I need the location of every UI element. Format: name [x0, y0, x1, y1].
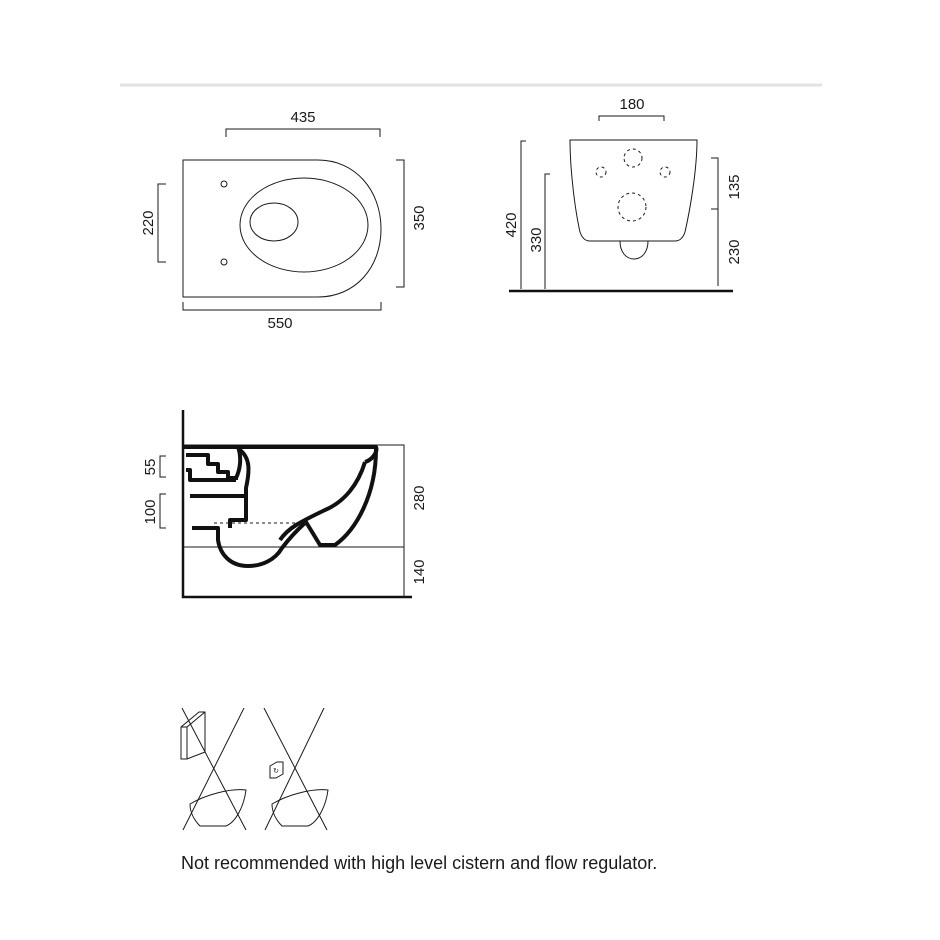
- front-view-body: [569, 139, 698, 242]
- dim-label-135: 135: [726, 174, 743, 199]
- dim-label-280: 280: [411, 485, 428, 510]
- front-view-outlet: [619, 240, 649, 260]
- dim-bracket-330: [544, 173, 550, 289]
- dim-label-180: 180: [619, 96, 644, 113]
- dim-bracket-220: [157, 183, 166, 263]
- dim-bracket-135: [711, 157, 719, 210]
- dim-label-100: 100: [142, 499, 159, 524]
- fixing-hole-icon: [623, 148, 643, 168]
- recommendation-note: Not recommended with high level cistern …: [181, 853, 658, 873]
- dim-label-350: 350: [411, 205, 428, 230]
- dim-bracket-180: [598, 115, 665, 121]
- seat-hole-icon: [220, 180, 228, 188]
- dim-bracket-435: [225, 128, 381, 137]
- side-view: 55 100 280 140: [142, 410, 428, 599]
- dim-bracket-100: [159, 493, 166, 529]
- dim-label-230: 230: [726, 239, 743, 264]
- dim-label-140: 140: [411, 559, 428, 584]
- front-view: 180 420 330 135 230: [503, 96, 743, 293]
- svg-text:↻: ↻: [273, 768, 279, 775]
- dim-label-330: 330: [528, 227, 545, 252]
- dim-bracket-230: [711, 208, 719, 286]
- dim-label-435: 435: [290, 109, 315, 126]
- top-view-bowl: [239, 177, 369, 273]
- side-view-trap: [190, 448, 251, 528]
- dim-label-220: 220: [140, 210, 157, 235]
- top-view-outline: [182, 159, 382, 298]
- top-view: 435 550 220 350: [140, 109, 428, 332]
- side-view-shell: [192, 448, 378, 568]
- dim-label-420: 420: [503, 212, 520, 237]
- drain-hole-icon: [617, 192, 647, 222]
- fixing-hole-icon: [659, 166, 671, 178]
- dim-bracket-420: [520, 140, 526, 289]
- high-cistern-not-recommended-icon: [180, 707, 247, 831]
- dim-bracket-55: [159, 455, 166, 478]
- dim-label-550: 550: [267, 315, 292, 332]
- seat-hole-icon: [220, 258, 228, 266]
- dim-bracket-550: [182, 302, 382, 311]
- flow-regulator-not-recommended-icon: ↻: [263, 707, 329, 831]
- fixing-hole-icon: [595, 166, 607, 178]
- side-view-wall-floor: [181, 410, 412, 599]
- dim-label-55: 55: [142, 459, 159, 476]
- dim-bracket-280: [396, 444, 405, 547]
- side-view-inlet: [186, 453, 238, 482]
- dim-bracket-350: [396, 159, 405, 288]
- top-view-drain: [249, 202, 299, 242]
- side-view-bowl-inner: [278, 461, 367, 542]
